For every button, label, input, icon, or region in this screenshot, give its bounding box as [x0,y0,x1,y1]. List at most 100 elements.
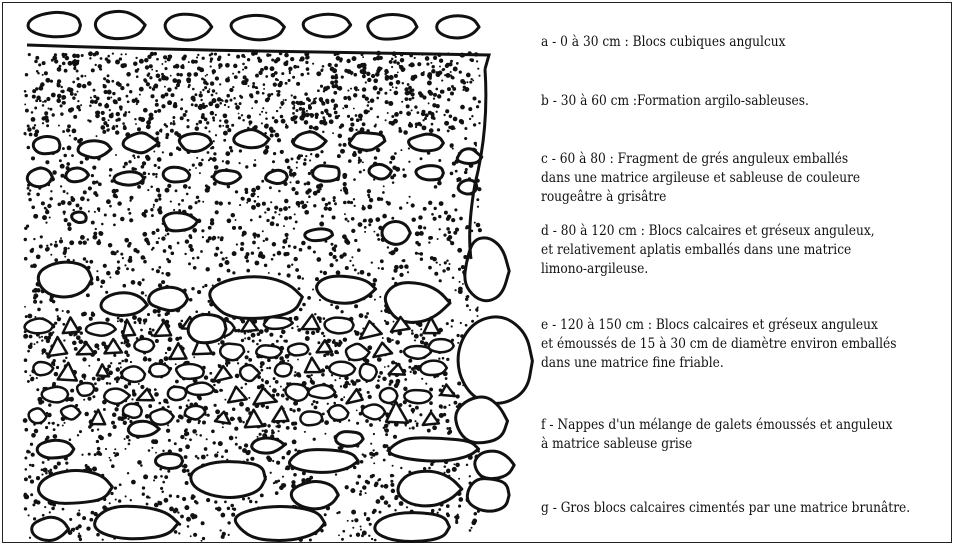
rock-block [176,364,204,379]
rock-block [165,14,212,40]
rock-block [154,321,171,336]
rock-block [382,222,410,245]
rock-block [86,323,116,336]
rock-block [375,513,450,542]
rock-block [329,362,355,376]
rock-block [149,287,188,310]
rock-block [266,170,288,183]
rock-block [179,134,211,152]
rock-block [66,168,89,182]
rock-block [220,344,244,361]
legend-line: c - 60 à 80 : Fragment de grés anguleux … [541,150,860,169]
rock-block [210,277,303,319]
legend-layer-f: f - Nappes d'un mélange de galets émouss… [541,416,893,454]
legend-line: rougeâtre à grisâtre [541,188,860,207]
legend-layer-b: b - 30 à 60 cm :Formation argilo-sableus… [541,92,809,111]
rock-block [423,412,439,425]
rock-block [163,213,198,231]
rock-block [235,507,324,541]
rock-block [437,16,479,38]
rock-block [122,366,145,382]
rock-block [168,387,186,400]
rock-block [134,339,154,352]
legend-layer-a: a - 0 à 30 cm : Blocs cubiques angulcux [541,33,786,52]
rock-block [150,409,174,425]
rock-block [458,317,532,403]
rock-block [368,15,417,40]
rock-block [191,462,266,498]
legend-line: d - 80 à 120 cm : Blocs calcaires et gré… [541,222,875,241]
rock-block [285,384,308,401]
rock-block [240,365,260,381]
rock-block [303,14,351,37]
rock-block [28,12,80,36]
rock-block [95,506,179,538]
rock-block [305,358,321,373]
rock-block [336,432,364,447]
rock-block [137,389,154,400]
rock-block [360,321,382,339]
rock-block [429,339,454,352]
rock-block [163,167,190,182]
rock-block [95,11,145,38]
rock-block [156,454,183,469]
rock-block [291,482,338,509]
legend-layer-c: c - 60 à 80 : Fragment de grés anguleux … [541,150,860,207]
rock-block [114,172,144,185]
soil-profile-drawing [19,9,539,545]
rock-block [101,293,147,316]
rock-block [27,168,52,187]
rock-block [33,362,53,375]
legend-line: à matrice sableuse grise [541,435,893,454]
rock-block [467,479,509,512]
rock-block [38,262,92,297]
rock-block [72,212,87,223]
legend-line: e - 120 à 150 cm : Blocs calcaires et gr… [541,316,897,335]
legend-line: et relativement aplatis emballés dans un… [541,241,875,260]
rock-block [302,315,320,329]
rock-block [362,404,385,419]
rock-block [325,318,354,334]
legend-line: limono-argileuse. [541,260,875,279]
rock-block [78,141,111,158]
rock-block [475,451,514,478]
rock-block [369,164,391,179]
rock-block [404,346,431,359]
rock-block [305,229,333,241]
legend-line: dans une matrice argileuse et sableuse d… [541,169,860,188]
rock-block [317,276,376,303]
rock-block [465,238,509,301]
rock-block [416,166,443,180]
rock-block [420,361,447,375]
rock-block [25,319,54,334]
rock-block [300,411,322,425]
rock-block [77,383,94,396]
rock-block [128,421,159,436]
rock-block [308,385,335,398]
rock-block [373,343,392,357]
legend-line: et émoussés de 15 à 30 cm de diamètre en… [541,335,897,354]
legend-line: dans une matrice fine friable. [541,354,897,373]
legend-layer-e: e - 120 à 150 cm : Blocs calcaires et gr… [541,316,897,373]
rock-block [37,440,74,458]
rock-block [256,345,281,357]
rock-block [29,408,47,423]
rock-block [33,136,60,153]
rock-block [398,471,462,506]
rock-block [404,390,431,403]
legend-layer-d: d - 80 à 120 cm : Blocs calcaires et gré… [541,222,875,279]
rock-block [380,388,398,403]
legend-line: f - Nappes d'un mélange de galets émouss… [541,416,893,435]
rock-block [42,387,68,403]
rock-block [150,364,170,377]
rock-block [293,132,326,150]
legend-line: b - 30 à 60 cm :Formation argilo-sableus… [541,92,809,111]
rock-block [185,406,205,420]
rock-block [228,387,247,403]
rock-block [38,471,112,504]
rock-block [32,517,69,540]
rock-block [252,438,285,453]
rock-block [231,15,284,39]
rock-block [234,130,269,148]
